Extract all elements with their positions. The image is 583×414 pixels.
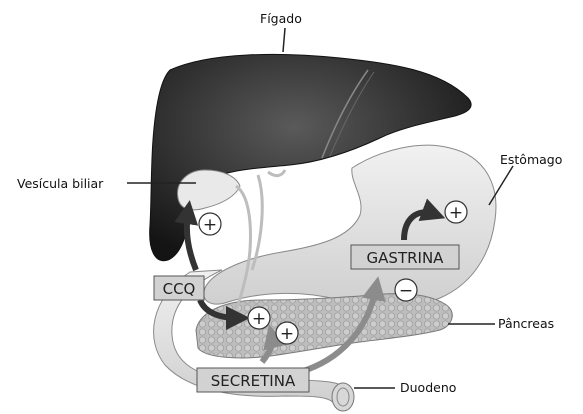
duodenum-label: Duodeno xyxy=(400,380,456,395)
cck-to-gallbladder-arrow xyxy=(187,212,196,270)
cck-label: CCQ xyxy=(163,280,196,298)
svg-text:+: + xyxy=(252,309,266,329)
stomach-label: Estômago xyxy=(500,152,562,167)
plus-sign-gallbladder: + xyxy=(199,213,221,235)
liver-label: Fígado xyxy=(260,11,302,26)
svg-text:+: + xyxy=(449,203,463,223)
gallbladder xyxy=(178,170,240,210)
plus-sign-pancreas-cck: + xyxy=(248,307,270,329)
gastrin-label: GASTRINA xyxy=(367,249,445,267)
duodenum-opening xyxy=(332,383,354,411)
svg-text:+: + xyxy=(203,215,217,235)
secretin-box: SECRETINA xyxy=(197,368,309,392)
liver-leader-line xyxy=(283,28,285,52)
gallbladder-label: Vesícula biliar xyxy=(17,176,104,191)
pancreas-label: Pâncreas xyxy=(498,316,554,331)
plus-sign-pancreas-secretin: + xyxy=(276,322,298,344)
svg-text:+: + xyxy=(280,324,294,344)
pancreas xyxy=(196,294,452,358)
secretin-label: SECRETINA xyxy=(211,372,296,390)
cck-box: CCQ xyxy=(154,276,204,300)
gastrin-box: GASTRINA xyxy=(351,245,459,269)
plus-sign-stomach: + xyxy=(445,201,467,223)
minus-sign-stomach: − xyxy=(395,279,417,301)
svg-text:−: − xyxy=(399,281,413,301)
